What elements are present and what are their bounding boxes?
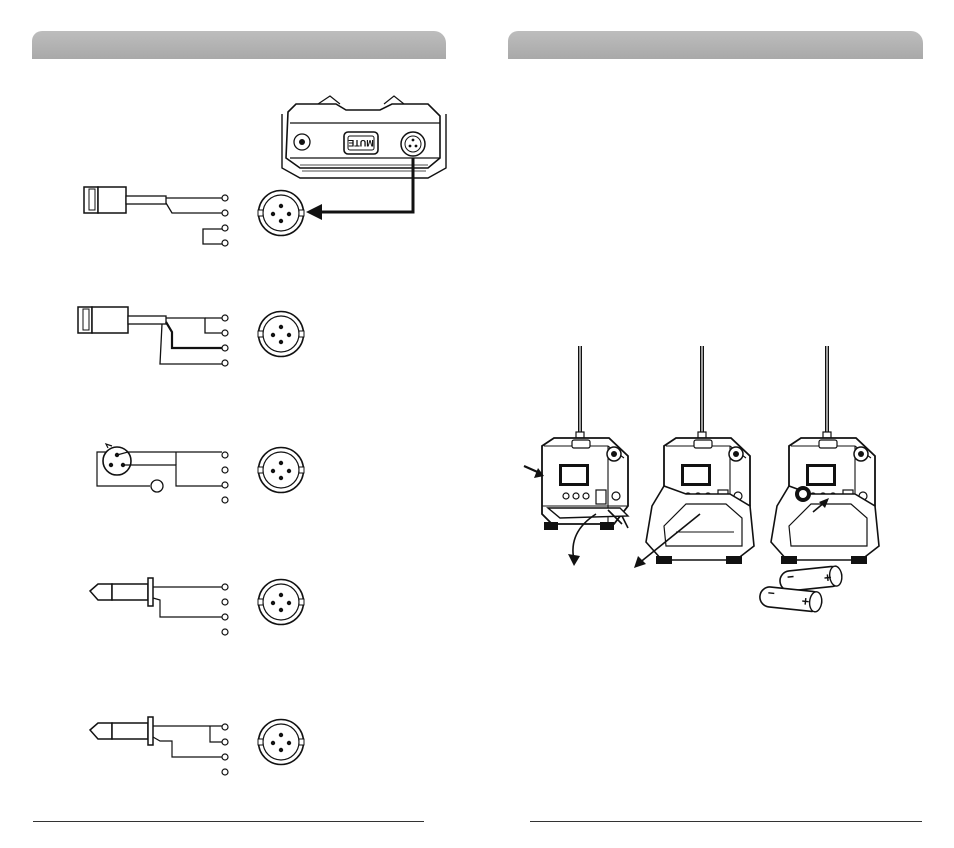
right-page: + +	[477, 0, 954, 848]
battery-step-3: + +	[759, 346, 879, 612]
battery-step-1	[524, 346, 628, 566]
mute-button-label: MUTE	[348, 138, 374, 148]
wiring-diagram-1	[84, 187, 304, 246]
wiring-diagram-5	[90, 717, 304, 775]
wiring-diagram-3	[97, 444, 304, 503]
left-page: MUTE	[0, 0, 477, 848]
battery-install-diagrams: + +	[477, 0, 954, 848]
left-diagrams: MUTE	[0, 0, 477, 848]
right-footer-rule	[530, 821, 922, 822]
wiring-diagram-4	[90, 578, 304, 635]
transmitter-top-view: MUTE	[282, 96, 446, 178]
battery-step-2	[634, 346, 754, 568]
left-footer-rule	[33, 821, 424, 822]
wiring-diagram-2	[78, 307, 304, 366]
